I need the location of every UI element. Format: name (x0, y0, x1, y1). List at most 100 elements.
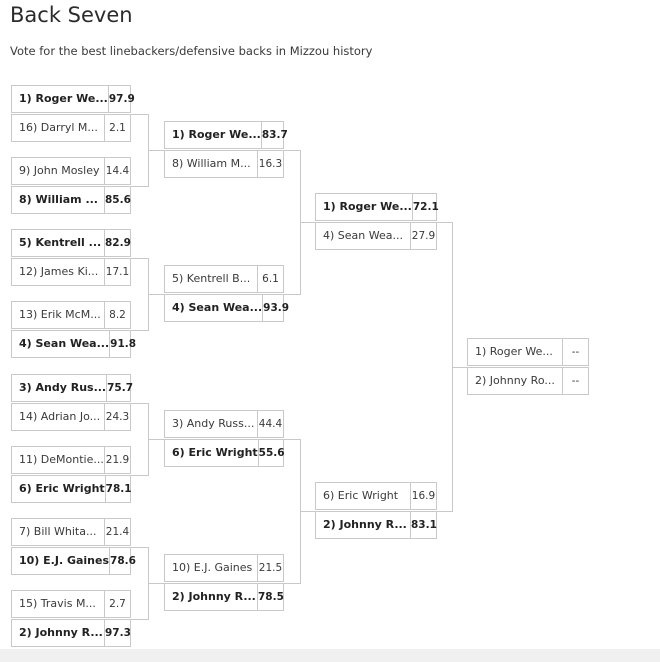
bracket-entry[interactable]: 5) Kentrell B...6.1 (164, 265, 284, 293)
entry-score: 16.3 (257, 151, 283, 177)
bracket-entry[interactable]: 1) Roger We... -- (467, 338, 589, 366)
bracket-connector (148, 439, 164, 440)
entry-score: 27.9 (410, 223, 436, 249)
entry-name: 6) Eric Wright (19, 482, 105, 495)
entry-score: 24.3 (104, 404, 130, 430)
entry-name: 1) Roger We... (323, 200, 412, 213)
entry-name: 9) John Mosley (19, 164, 100, 177)
bracket-entry[interactable]: 2) Johnny Ro... -- (467, 367, 589, 395)
entry-score: 82.9 (104, 230, 131, 256)
page-subtitle: Vote for the best linebackers/defensive … (10, 44, 373, 58)
entry-name: 1) Roger We... (172, 128, 261, 141)
bracket-connector (148, 294, 164, 295)
bracket-connector (131, 186, 148, 187)
bracket-entry[interactable]: 10) E.J. Gaines 21.5 (164, 554, 284, 582)
bracket-connector (131, 114, 148, 115)
bracket-entry[interactable]: 4) Sean Wea...93.9 (164, 294, 289, 322)
entry-score: 75.7 (106, 375, 133, 401)
bracket-connector (300, 222, 315, 223)
bracket-connector (284, 294, 300, 295)
entry-score: 83.7 (260, 122, 288, 148)
entry-score: 14.4 (104, 158, 130, 184)
bracket-connector (437, 222, 452, 223)
bracket-connector (131, 330, 148, 331)
entry-score: 21.5 (257, 555, 283, 581)
entry-name: 8) William M... (172, 157, 251, 170)
entry-score: 21.4 (104, 519, 130, 545)
bracket-connector (148, 583, 164, 584)
entry-score: -- (562, 368, 588, 394)
bracket-entry[interactable]: 12) James Ki... 17.1 (11, 258, 131, 286)
entry-score: 97.9 (107, 86, 135, 112)
bracket-entry[interactable]: 1) Roger We...72.1 (315, 193, 439, 221)
bracket-connector (437, 511, 452, 512)
entry-name: 1) Roger We... (475, 345, 553, 358)
entry-score: 91.8 (109, 331, 136, 357)
bracket-entry[interactable]: 11) DeMontie...21.9 (11, 446, 131, 474)
bracket-entry[interactable]: 2) Johnny R...83.1 (315, 511, 437, 539)
entry-score: 93.9 (262, 295, 289, 321)
bottom-bar (0, 649, 660, 662)
entry-name: 2) Johnny Ro... (475, 374, 555, 387)
bracket-connector (284, 439, 300, 440)
entry-score: 72.1 (411, 194, 439, 220)
bracket-entry[interactable]: 16) Darryl M...2.1 (11, 114, 131, 142)
bracket-entry[interactable]: 5) Kentrell ...82.9 (11, 229, 131, 257)
bracket-entry[interactable]: 4) Sean Wea...27.9 (315, 222, 437, 250)
bracket-entry[interactable]: 9) John Mosley 14.4 (11, 157, 131, 185)
bracket-connector (284, 150, 300, 151)
bracket-entry[interactable]: 2) Johnny R...78.5 (164, 583, 284, 611)
bracket-entry[interactable]: 2) Johnny R...97.3 (11, 619, 131, 647)
bracket-entry[interactable]: 8) William ... 85.6 (11, 186, 131, 214)
entry-score: -- (562, 339, 588, 365)
entry-name: 15) Travis M... (19, 597, 96, 610)
entry-name: 2) Johnny R... (172, 590, 256, 603)
bracket-connector (131, 619, 148, 620)
bracket-entry[interactable]: 3) Andy Russ...44.4 (164, 410, 284, 438)
entry-name: 5) Kentrell B... (172, 272, 251, 285)
bracket-connector (131, 403, 148, 404)
entry-score: 44.4 (257, 411, 283, 437)
page-title: Back Seven (10, 3, 133, 27)
entry-score: 17.1 (104, 259, 130, 285)
entry-name: 12) James Ki... (19, 265, 99, 278)
bracket-connector (300, 511, 315, 512)
bracket-connector (131, 547, 148, 548)
entry-name: 11) DeMontie... (19, 453, 104, 466)
entry-score: 55.6 (257, 440, 285, 466)
entry-score: 78.5 (257, 584, 284, 610)
bracket-entry[interactable]: 4) Sean Wea...91.8 (11, 330, 136, 358)
entry-name: 2) Johnny R... (323, 518, 407, 531)
entry-score: 78.6 (109, 548, 136, 574)
entry-score: 2.7 (104, 591, 130, 617)
entry-name: 10) E.J. Gaines (172, 561, 253, 574)
entry-score: 8.2 (104, 302, 130, 328)
bracket-entry[interactable]: 8) William M... 16.3 (164, 150, 284, 178)
bracket-entry[interactable]: 6) Eric Wright 16.9 (315, 482, 437, 510)
entry-score: 21.9 (104, 447, 130, 473)
entry-score: 78.1 (104, 476, 132, 502)
entry-name: 6) Eric Wright (323, 489, 399, 502)
entry-name: 4) Sean Wea... (19, 337, 110, 350)
bracket-entry[interactable]: 13) Erik McM...8.2 (11, 301, 131, 329)
bracket-entry[interactable]: 3) Andy Rus...75.7 (11, 374, 133, 402)
bracket-entry[interactable]: 1) Roger We...97.9 (11, 85, 135, 113)
bracket-entry[interactable]: 1) Roger We...83.7 (164, 121, 288, 149)
entry-score: 2.1 (104, 115, 130, 141)
entry-score: 85.6 (104, 187, 131, 213)
entry-name: 5) Kentrell ... (19, 236, 102, 249)
bracket-entry[interactable]: 14) Adrian Jo...24.3 (11, 403, 131, 431)
entry-score: 16.9 (410, 483, 436, 509)
bracket-connector (148, 150, 164, 151)
entry-score: 83.1 (410, 512, 437, 538)
bracket-entry[interactable]: 7) Bill Whita...21.4 (11, 518, 131, 546)
bracket-connector (131, 475, 148, 476)
entry-name: 8) William ... (19, 193, 98, 206)
bracket-connector (131, 258, 148, 259)
bracket-entry[interactable]: 15) Travis M... 2.7 (11, 590, 131, 618)
entry-name: 10) E.J. Gaines (19, 554, 110, 567)
entry-name: 2) Johnny R... (19, 626, 103, 639)
